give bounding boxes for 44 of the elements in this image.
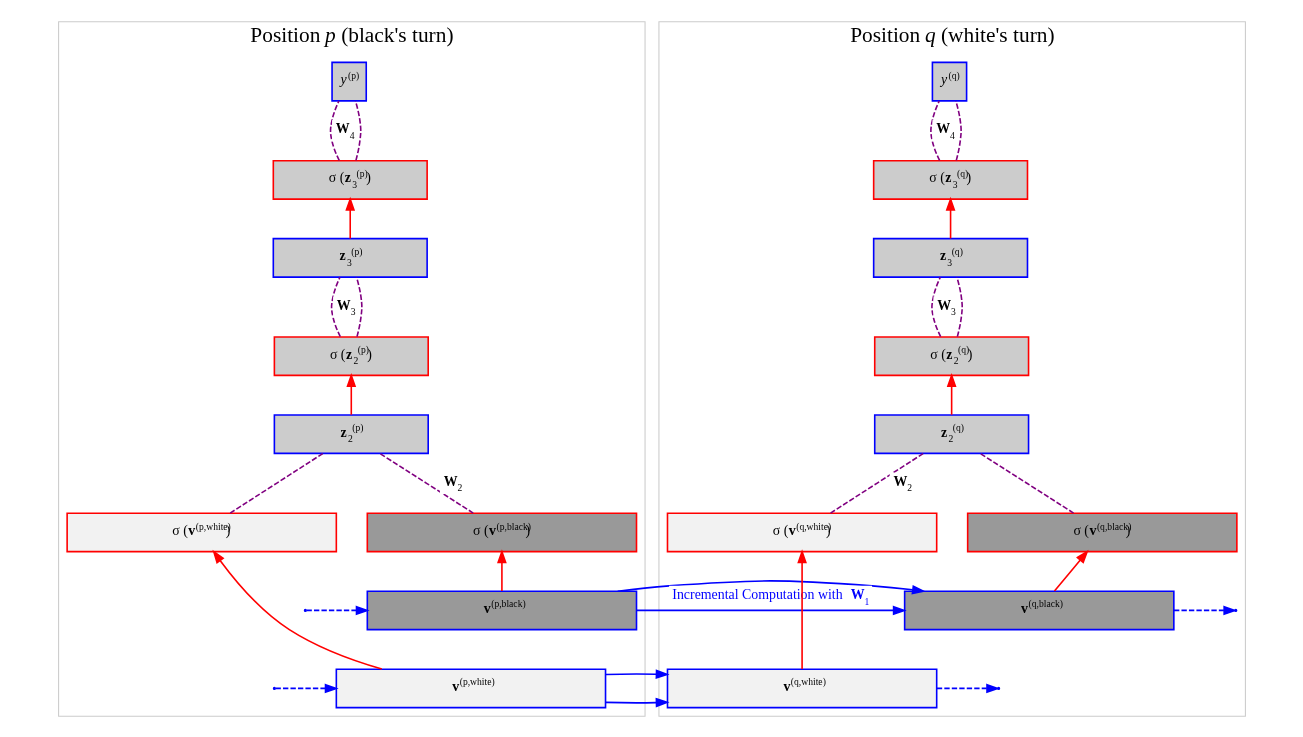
node-box: σ (z$_{2}$$^{(p)}$)	[273, 335, 429, 376]
connector	[378, 452, 474, 514]
connector	[978, 452, 1074, 514]
node-box: v$^{(q,black)}$	[903, 589, 1175, 630]
edge-label: W$_{2}$	[892, 473, 912, 493]
arrow	[604, 668, 670, 707]
connector	[228, 452, 324, 514]
connector	[955, 276, 963, 337]
arrow	[796, 548, 807, 670]
edge-label: W$_{3}$	[936, 297, 956, 317]
arrow	[345, 372, 356, 416]
connector	[330, 276, 341, 337]
node-box: v$^{(p,white)}$	[335, 667, 606, 708]
connector	[329, 99, 340, 161]
node-box: σ (v$^{(p,white)}$)	[65, 511, 337, 552]
node-box: σ (v$^{(q,white)}$)	[666, 511, 937, 552]
connector	[930, 276, 941, 337]
arrow	[946, 372, 956, 416]
connector	[354, 99, 362, 161]
node-box: σ (z$_{3}$$^{(p)}$)	[272, 159, 428, 200]
node-box: v$^{(q,white)}$	[666, 667, 937, 708]
connector	[929, 99, 940, 161]
arrow	[945, 196, 955, 239]
edge-label: W$_{4}$	[335, 120, 354, 141]
arrow	[305, 605, 370, 615]
node-box: σ (z$_{3}$$^{(q)}$)	[872, 159, 1028, 200]
arrow	[496, 548, 507, 592]
node-box: y$^{(p)}$	[330, 61, 367, 102]
connector	[829, 452, 924, 514]
arrow	[616, 579, 926, 615]
node-box: v$^{(p,black)}$	[366, 589, 637, 630]
node-box: σ (v$^{(q,black)}$)	[966, 511, 1238, 552]
arrow	[344, 196, 355, 239]
edge-label: W$_{2}$	[443, 473, 462, 493]
arrow	[274, 683, 339, 693]
connector	[355, 276, 363, 337]
edge-label: W$_{4}$	[935, 120, 955, 141]
node-box: y$^{(q)}$	[931, 61, 967, 102]
edge-label: W$_{3}$	[336, 297, 356, 317]
connector	[954, 99, 962, 161]
node-box: σ (v$^{(p,black)}$)	[366, 511, 637, 552]
node-box: σ (z$_{2}$$^{(q)}$)	[873, 335, 1029, 376]
arrow	[211, 549, 383, 670]
arrow	[1053, 549, 1089, 592]
